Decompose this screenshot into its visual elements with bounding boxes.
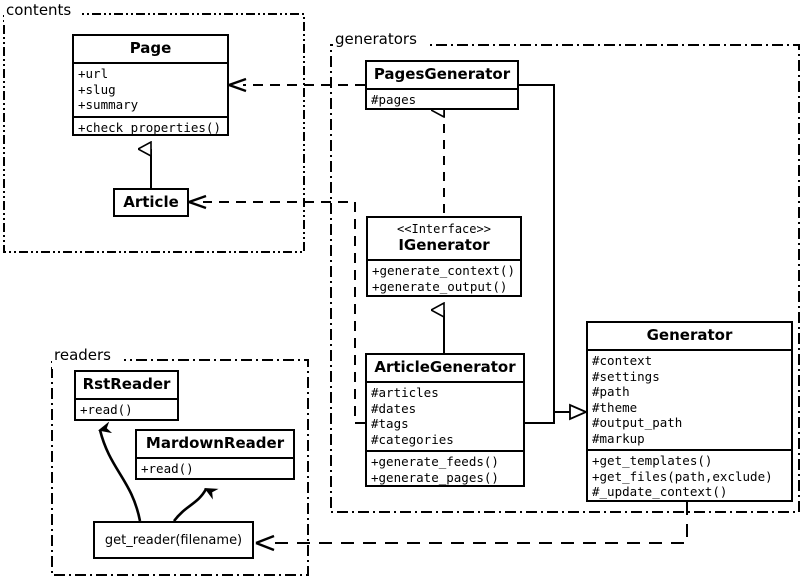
method-item: +generate_context() [372, 263, 515, 278]
class-methods-mardown-reader: +read() [137, 459, 293, 480]
attribute-item: #articles [371, 385, 439, 400]
edge-get-reader-returns-rstreader [98, 421, 142, 522]
package-label-readers: readers [52, 346, 113, 364]
class-box-generator[interactable]: Generator #context #settings #path #them… [586, 321, 793, 502]
class-methods-generator: +get_templates() +get_files(path,exclude… [588, 451, 791, 503]
package-border-generators [330, 44, 800, 513]
attribute-item: #path [592, 384, 630, 399]
class-title-section-generator: Generator [588, 323, 791, 351]
method-item: +read() [80, 402, 133, 417]
attribute-item: +slug [78, 81, 116, 97]
class-name-pages-generator: PagesGenerator [373, 65, 511, 83]
package-label-generators: generators [333, 30, 419, 48]
class-name-article-generator: ArticleGenerator [374, 358, 516, 376]
class-name-igenerator: IGenerator [398, 236, 490, 254]
attribute-item: #tags [371, 416, 409, 431]
class-box-article[interactable]: Article [113, 188, 189, 217]
method-item: +get_templates() [592, 453, 713, 468]
class-methods-article-generator: +generate_feeds() +generate_pages() [367, 452, 523, 488]
attribute-item: #theme [592, 399, 638, 415]
class-stereotype-igenerator: <<Interface>> [397, 222, 491, 236]
attribute-item: #settings [592, 368, 660, 384]
class-methods-rst-reader: +read() [76, 400, 177, 421]
edge-generator-depends-get-reader [255, 502, 688, 552]
class-name-generator: Generator [646, 326, 733, 344]
edge-pagesgenerator-depends-page [228, 77, 365, 93]
method-item: +generate_output() [372, 278, 508, 294]
attribute-item: #markup [592, 430, 645, 446]
package-border-contents [3, 13, 305, 253]
attribute-item: +url [78, 66, 109, 81]
class-name-article: Article [123, 193, 179, 211]
attribute-item: #categories [371, 431, 454, 447]
class-methods-page: +check_properties() [74, 118, 227, 139]
edge-get-reader-returns-mardownreader [172, 488, 219, 522]
edge-articlegenerator-depends-article [188, 194, 365, 424]
class-box-igenerator[interactable]: <<Interface>> IGenerator +generate_conte… [366, 216, 522, 297]
attribute-item: +summary [78, 97, 139, 112]
class-methods-igenerator: +generate_context() +generate_output() [368, 261, 520, 297]
method-item: +generate_feeds() [371, 454, 499, 469]
edge-pagesgenerator-inherits-generator [519, 84, 571, 413]
class-title-section-pages-generator: PagesGenerator [367, 62, 517, 90]
method-item: +get_files(path,exclude) [592, 468, 773, 484]
class-title-section-igenerator: <<Interface>> IGenerator [368, 218, 520, 261]
class-title-section-page: Page [74, 36, 227, 64]
method-item: +check_properties() [78, 119, 221, 135]
class-attributes-article-generator: #articles #dates #tags #categories [367, 383, 523, 452]
method-item: +read() [141, 461, 194, 476]
class-attributes-page: +url +slug +summary [74, 64, 227, 118]
package-label-contents: contents [4, 1, 74, 19]
function-box-get-reader[interactable]: get_reader(filename) [93, 521, 254, 559]
method-item: #_update_context() [592, 484, 728, 499]
package-border-readers [51, 359, 309, 576]
class-box-page[interactable]: Page +url +slug +summary +check_properti… [72, 34, 229, 136]
attribute-item: #output_path [592, 415, 683, 430]
class-name-mardown-reader: MardownReader [145, 434, 285, 452]
class-box-article-generator[interactable]: ArticleGenerator #articles #dates #tags … [365, 353, 525, 487]
class-attributes-pages-generator: #pages [367, 90, 517, 111]
function-box-label: get_reader(filename) [104, 532, 243, 548]
class-box-mardown-reader[interactable]: MardownReader +read() [135, 429, 295, 480]
attribute-item: #dates [371, 400, 417, 416]
class-attributes-generator: #context #settings #path #theme #output_… [588, 351, 791, 451]
edge-articlegenerator-inherits-generator [525, 403, 589, 424]
class-name-rst-reader: RstReader [82, 375, 171, 393]
attribute-item: #pages [371, 92, 417, 107]
class-box-rst-reader[interactable]: RstReader +read() [74, 370, 179, 421]
method-item: +generate_pages() [371, 469, 499, 485]
class-box-pages-generator[interactable]: PagesGenerator #pages [365, 60, 519, 110]
class-name-page: Page [129, 39, 172, 57]
class-title-section-rst-reader: RstReader [76, 372, 177, 400]
attribute-item: #context [592, 353, 653, 368]
class-title-section-article-generator: ArticleGenerator [367, 355, 523, 383]
class-title-section-mardown-reader: MardownReader [137, 431, 293, 459]
